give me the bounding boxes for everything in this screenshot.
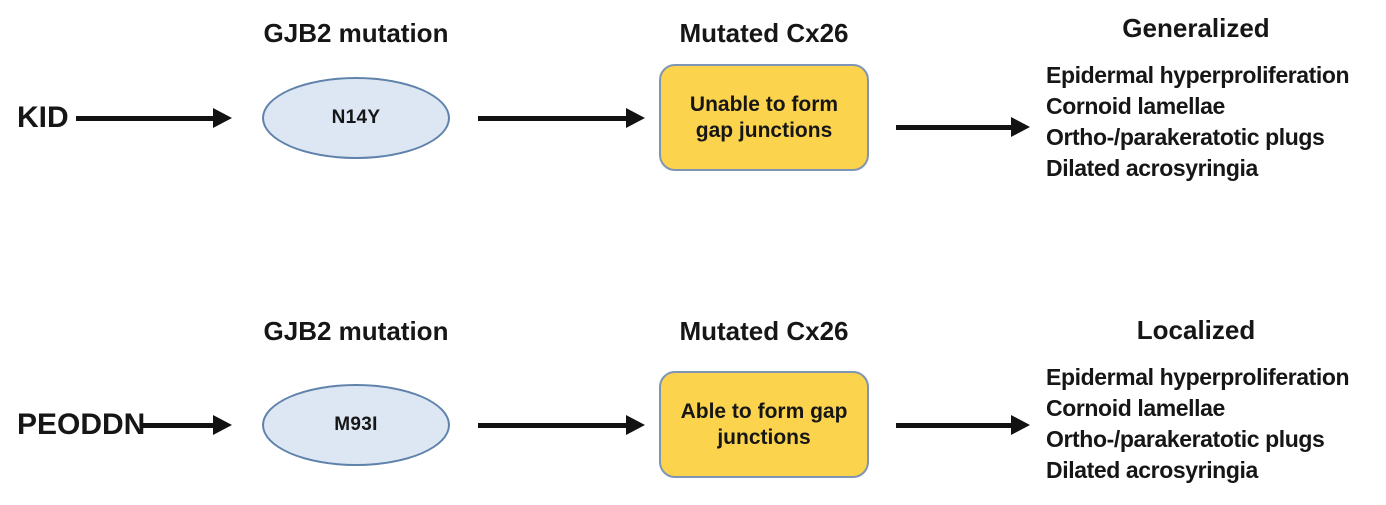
column-header-outcome: Localized xyxy=(1136,315,1256,345)
disease-label-kid: KID xyxy=(17,101,69,134)
effect-line: Unable to form xyxy=(689,92,839,116)
effect-box: Able to form gap junctions xyxy=(659,371,869,478)
arrow-head-icon xyxy=(1011,117,1030,137)
mutation-ellipse: M93I xyxy=(262,384,450,466)
arrow-head-icon xyxy=(213,108,232,128)
arrow-shaft xyxy=(896,422,1015,428)
effect-line: junctions xyxy=(717,425,811,449)
outcome-item: Dilated acrosyringia xyxy=(1046,457,1258,483)
effect-line: gap junctions xyxy=(695,118,833,142)
outcome-item: Cornoid lamellae xyxy=(1046,395,1225,421)
outcome-item: Cornoid lamellae xyxy=(1046,93,1225,119)
column-header-protein: Mutated Cx26 xyxy=(679,316,849,346)
arrow-shaft xyxy=(896,124,1015,130)
column-header-protein: Mutated Cx26 xyxy=(679,18,849,48)
outcome-item: Epidermal hyperproliferation xyxy=(1046,62,1350,88)
outcome-item: Ortho-/parakeratotic plugs xyxy=(1046,124,1325,150)
outcome-list: Epidermal hyperproliferation Cornoid lam… xyxy=(1046,60,1350,184)
effect-box: Unable to form gap junctions xyxy=(659,64,869,171)
column-header-mutation: GJB2 mutation xyxy=(263,18,449,48)
outcome-item: Epidermal hyperproliferation xyxy=(1046,364,1350,390)
arrow-shaft xyxy=(140,422,217,428)
column-header-outcome: Generalized xyxy=(1122,13,1270,43)
arrow-shaft xyxy=(478,115,630,121)
arrow-head-icon xyxy=(213,415,232,435)
outcome-list: Epidermal hyperproliferation Cornoid lam… xyxy=(1046,362,1350,486)
effect-line: Able to form gap xyxy=(680,399,848,423)
arrow-head-icon xyxy=(626,108,645,128)
disease-label-peoddn: PEODDN xyxy=(17,408,146,441)
mutation-label: M93I xyxy=(334,414,378,435)
mutation-ellipse: N14Y xyxy=(262,77,450,159)
outcome-item: Ortho-/parakeratotic plugs xyxy=(1046,426,1325,452)
outcome-item: Dilated acrosyringia xyxy=(1046,155,1258,181)
mutation-label: N14Y xyxy=(331,107,381,128)
column-header-mutation: GJB2 mutation xyxy=(263,316,449,346)
arrow-shaft xyxy=(478,422,630,428)
arrow-shaft xyxy=(76,115,217,121)
arrow-head-icon xyxy=(626,415,645,435)
arrow-head-icon xyxy=(1011,415,1030,435)
